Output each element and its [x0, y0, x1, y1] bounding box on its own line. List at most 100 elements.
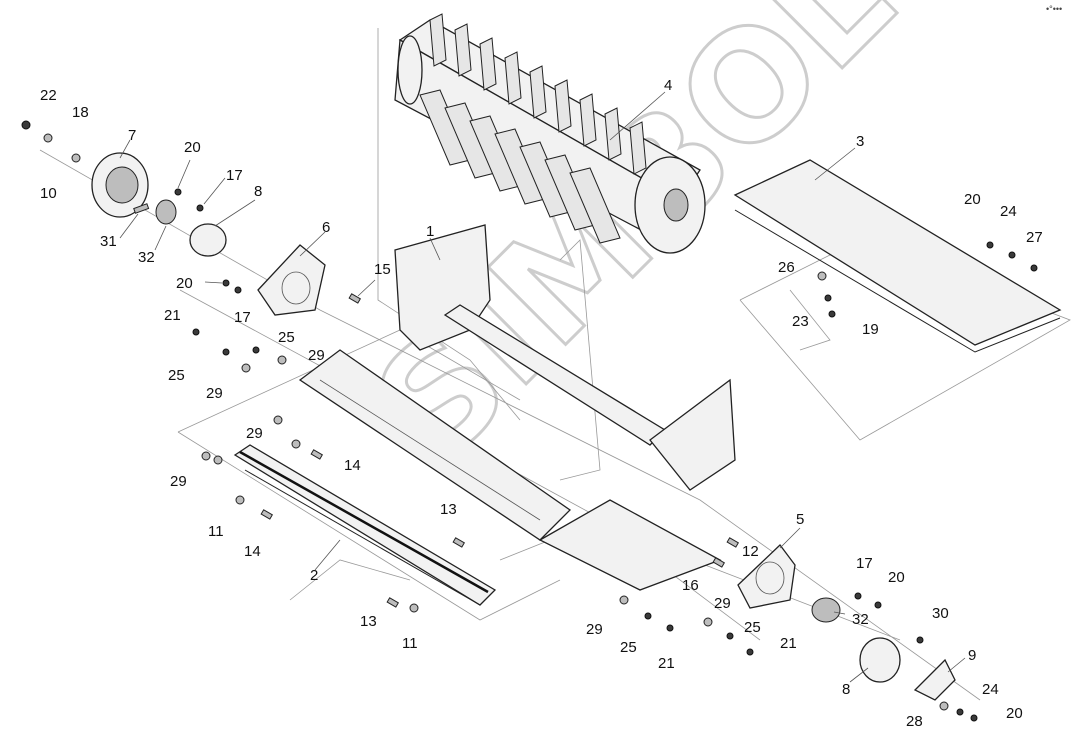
main-frame [298, 224, 736, 591]
callout-2: 2 [310, 567, 318, 584]
nut-17-b [234, 286, 242, 294]
axis-lower-left [289, 559, 411, 601]
washer-29-g [619, 595, 629, 605]
callout-26: 26 [778, 259, 795, 276]
callout-9: 9 [968, 647, 976, 664]
callout-24: 24 [1000, 203, 1017, 220]
callout-6: 6 [322, 219, 330, 236]
callout-20: 20 [1006, 705, 1023, 722]
callout-23: 23 [792, 313, 809, 330]
bolt-14-b [260, 509, 274, 520]
washer-29-c [273, 415, 283, 425]
callout-25: 25 [744, 619, 761, 636]
callout-16: 16 [682, 577, 699, 594]
callout-29: 29 [586, 621, 603, 638]
leader-lines [119, 91, 966, 683]
washer-29-f [213, 455, 223, 465]
washer-29-a [277, 355, 287, 365]
nut-25-b [252, 346, 260, 354]
bolt-14-a [310, 449, 324, 460]
axis-left-drive [39, 149, 981, 701]
callout-14: 14 [244, 543, 261, 560]
callout-4: 4 [664, 77, 672, 94]
nut-25-a [222, 348, 230, 356]
axis-center [559, 239, 601, 481]
callout-25: 25 [168, 367, 185, 384]
nut-24-b [956, 708, 964, 716]
frame-right-side [649, 378, 736, 491]
nut-21-c [746, 648, 754, 656]
callout-8: 8 [254, 183, 262, 200]
flange-5 [737, 544, 796, 609]
nut-20-b [222, 279, 230, 287]
washer-29-d [291, 439, 301, 449]
bearing-housing-8-left [189, 223, 227, 257]
rotor-hub [663, 188, 689, 222]
callout-24: 24 [982, 681, 999, 698]
callout-13: 13 [440, 501, 457, 518]
nut-21-a [192, 328, 200, 336]
callout-27: 27 [1026, 229, 1043, 246]
callout-7: 7 [128, 127, 136, 144]
washer-29-h [703, 617, 713, 627]
nut-20-d [874, 601, 882, 609]
callout-15: 15 [374, 261, 391, 278]
washer-26 [817, 271, 827, 281]
washer-28 [939, 701, 949, 711]
flange-6 [257, 244, 326, 316]
nut-24-a [1008, 251, 1016, 259]
nut-23 [824, 294, 832, 302]
washer-29-e [201, 451, 211, 461]
callout-29: 29 [206, 385, 223, 402]
nut-20-e [970, 714, 978, 722]
rotor-assembly [394, 13, 706, 254]
grease-30 [916, 636, 924, 644]
knife-bar-teeth-line [244, 469, 481, 606]
cover-plate [733, 159, 1062, 353]
bolt-13-b [386, 597, 400, 608]
callout-14: 14 [344, 457, 361, 474]
cover-plate-body [733, 159, 1062, 346]
bolt-12 [726, 537, 740, 548]
nut-27 [1030, 264, 1038, 272]
callout-20: 20 [176, 275, 193, 292]
nut-19 [828, 310, 836, 318]
washer-11-b [409, 603, 419, 613]
callout-17: 17 [856, 555, 873, 572]
end-cap-9 [913, 658, 956, 701]
bearing-32-left [155, 199, 177, 225]
axis-cover-hw [789, 289, 831, 351]
callout-11: 11 [208, 523, 224, 540]
callout-17: 17 [234, 309, 251, 326]
callout-labels: 22 18 7 10 20 17 8 31 32 6 1 20 17 15 21… [40, 77, 1043, 730]
bearing-housing-8-right [859, 637, 901, 683]
callout-10: 10 [40, 185, 57, 202]
callout-32: 32 [138, 249, 155, 266]
corner-mark: •°••• [1046, 4, 1062, 14]
callout-20: 20 [964, 191, 981, 208]
callout-31: 31 [100, 233, 117, 250]
nut-25-d [726, 632, 734, 640]
rotor-flails [419, 13, 647, 244]
cover-plate-edge [734, 209, 1061, 353]
rotor-left-disc [397, 35, 423, 105]
callout-12: 12 [742, 543, 759, 560]
callout-21: 21 [164, 307, 181, 324]
flange-5-bore [755, 561, 785, 595]
nut-20-c [986, 241, 994, 249]
nut-17-c [854, 592, 862, 600]
fasteners [21, 120, 1038, 722]
callout-29: 29 [714, 595, 731, 612]
pulley [91, 152, 149, 218]
callout-17: 17 [226, 167, 243, 184]
washer-29-b [241, 363, 251, 373]
callout-29: 29 [246, 425, 263, 442]
callout-21: 21 [780, 635, 797, 652]
nut-25-c [644, 612, 652, 620]
key-31 [133, 203, 150, 214]
callout-18: 18 [72, 104, 89, 121]
callout-3: 3 [856, 133, 864, 150]
nut-21-b [666, 624, 674, 632]
